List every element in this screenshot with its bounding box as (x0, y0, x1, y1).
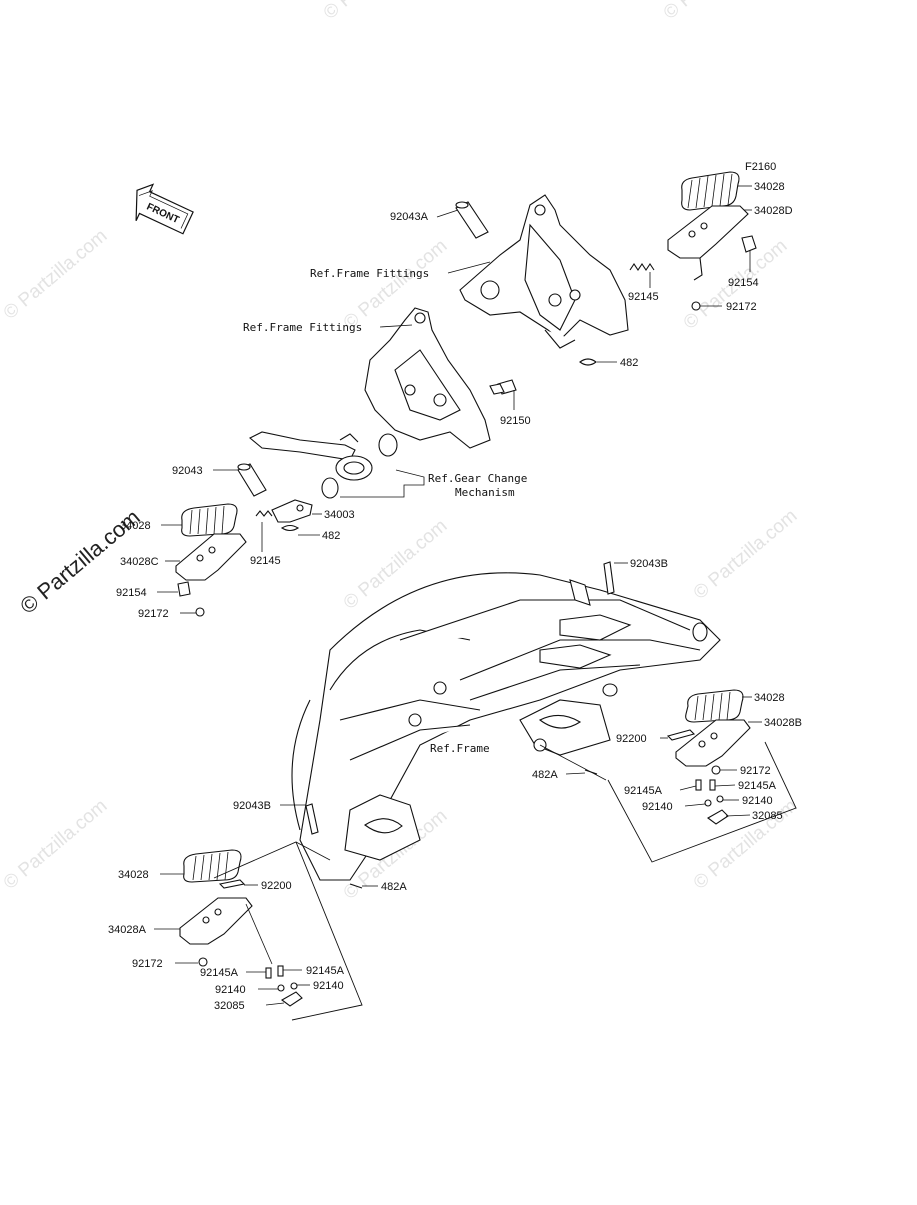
part-label: 482A (381, 881, 407, 893)
clip-482-left (280, 524, 300, 532)
footpeg-34028B (675, 719, 751, 767)
ref-gear-change-line2: Mechanism (455, 486, 515, 499)
bolt-92172-bottom-left (198, 957, 208, 967)
front-arrow-icon: FRONT (135, 183, 194, 235)
part-label: 34003 (324, 509, 355, 521)
washer-gear-1 (378, 433, 398, 457)
pin-92043B-top (603, 561, 615, 595)
part-label: 34028D (754, 205, 793, 217)
part-label: 92172 (740, 765, 771, 777)
part-label: 32085 (214, 1000, 245, 1012)
bolt-92172-left (195, 607, 205, 617)
watermark: © Partzilla.com (690, 795, 802, 893)
watermark: © Partzilla.com (320, 0, 432, 24)
part-label: 32085 (752, 810, 783, 822)
part-label: 34028B (764, 717, 802, 729)
footpeg-rubber-34028-left (181, 503, 238, 537)
pin-92043A (455, 201, 489, 239)
part-label: 482A (532, 769, 558, 781)
part-label: 92043 (172, 465, 203, 477)
pin-92043 (237, 463, 267, 497)
spring-92145A-rear-right (695, 779, 716, 791)
ref-gear-change-line1: Ref.Gear Change (428, 472, 527, 485)
washer-92200-rear-right (666, 729, 696, 741)
part-label: 92150 (500, 415, 531, 427)
footpeg-rubber-34028-rear-right (685, 689, 744, 723)
spring-92145-left (255, 510, 273, 517)
part-label: 34028 (120, 520, 151, 532)
part-label: 92043B (233, 800, 271, 812)
part-label: 34028 (754, 692, 785, 704)
bolt-92172-upper (691, 301, 701, 311)
clip-482-upper (579, 358, 597, 366)
ball-92140-rear-right (704, 795, 724, 807)
part-label: 92172 (138, 608, 169, 620)
part-label: 34028A (108, 924, 147, 936)
part-label: 34028 (118, 869, 149, 881)
part-label: 92154 (116, 587, 147, 599)
part-label: 92145A (624, 785, 663, 797)
part-label: 92043A (390, 211, 429, 223)
part-label: 482 (322, 530, 340, 542)
callout-line (539, 744, 607, 781)
part-label: 92043B (630, 558, 668, 570)
part-label: 34028C (120, 556, 159, 568)
footpeg-34028C (175, 533, 247, 581)
footpeg-34028A (179, 897, 273, 965)
watermark: © Partzilla.com (0, 795, 111, 893)
part-label: 92140 (742, 795, 773, 807)
part-label: 34028 (754, 181, 785, 193)
figure-code: F2160 (745, 161, 776, 173)
watermark: © Partzilla.com (660, 0, 772, 24)
gear-change-pedal (249, 431, 373, 481)
plate-32085-rear-right (707, 809, 729, 825)
spring-92145A-bottom-left (265, 965, 284, 979)
washer-gear-2 (321, 477, 339, 499)
ref-frame-fittings-upper: Ref.Frame Fittings (310, 267, 429, 280)
footpeg-rubber-34028-upper-right (681, 171, 740, 211)
rear-footpeg-bracket-left (364, 307, 491, 449)
part-label: 92154 (728, 277, 759, 289)
part-label: 92145 (250, 555, 281, 567)
callout-line (295, 841, 331, 861)
bolt-92154-left (177, 581, 191, 597)
part-label: 92140 (313, 980, 344, 992)
watermark: © Partzilla.com (340, 235, 452, 333)
plate-32085-bottom-left (281, 991, 303, 1007)
part-label: 482 (620, 357, 638, 369)
part-label: 92172 (132, 958, 163, 970)
part-label: 92200 (616, 733, 647, 745)
part-label: 92140 (215, 984, 246, 996)
part-label: 92145A (200, 967, 239, 979)
part-label: 92145 (628, 291, 659, 303)
frame (291, 572, 721, 881)
rear-footpeg-bracket-right (459, 194, 629, 349)
part-label: 92200 (261, 880, 292, 892)
callout-box-rear-right (607, 741, 797, 863)
part-label: 92145A (738, 780, 777, 792)
ref-frame: Ref.Frame (430, 742, 490, 755)
pin-92043B-bottom-left (305, 803, 319, 835)
ball-92140-bottom-left (277, 982, 298, 992)
leader-lines (154, 185, 762, 1006)
spring-92145-upper (629, 263, 655, 271)
clip-482A-bottom (349, 883, 363, 889)
part-label: 92172 (726, 301, 757, 313)
part-label: 92145A (306, 965, 345, 977)
footpeg-rubber-34028-bottom-left (183, 849, 242, 883)
footpeg-34028D (667, 205, 749, 281)
lever-34003 (271, 499, 313, 523)
bolt-92172-rear-right (711, 765, 721, 775)
ref-frame-fittings-left: Ref.Frame Fittings (243, 321, 362, 334)
washer-92200-bottom-left (218, 879, 246, 889)
watermark: © Partzilla.com (690, 505, 802, 603)
bolt-92150 (489, 379, 517, 395)
callout-box-bottom-left (213, 841, 363, 1021)
bolt-92154-upper (741, 235, 757, 253)
watermark: © Partzilla.com (0, 225, 111, 323)
part-label: 92140 (642, 801, 673, 813)
